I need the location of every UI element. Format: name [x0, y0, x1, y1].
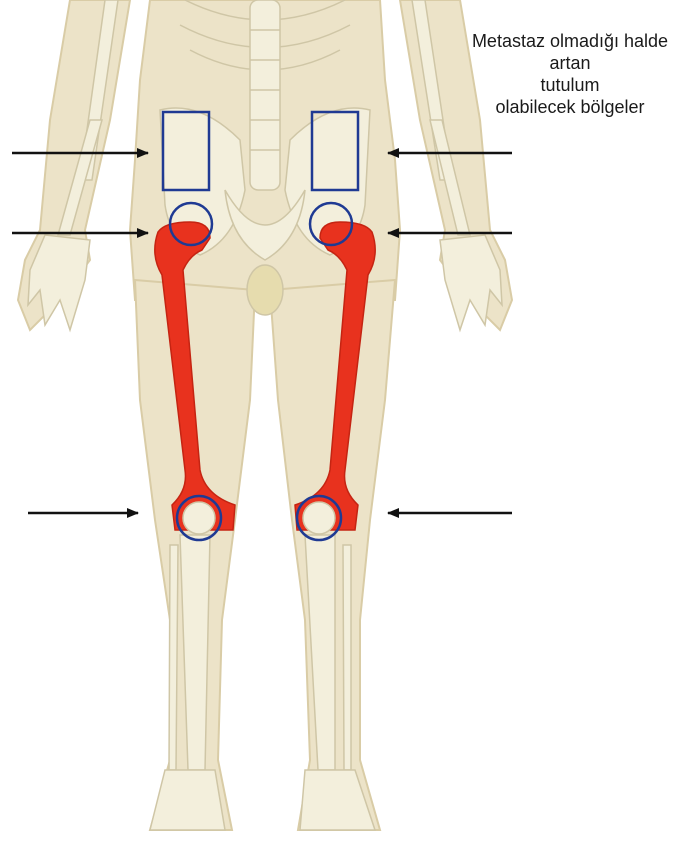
- caption-text: Metastaz olmadığı halde artan tutulum ol…: [455, 30, 685, 118]
- caption-line: olabilecek bölgeler: [455, 96, 685, 118]
- kneecaps: [183, 502, 335, 534]
- skeleton: [28, 0, 502, 830]
- caption-line: Metastaz olmadığı halde: [455, 30, 685, 52]
- caption-line: artan: [455, 52, 685, 74]
- caption-line: tutulum: [455, 74, 685, 96]
